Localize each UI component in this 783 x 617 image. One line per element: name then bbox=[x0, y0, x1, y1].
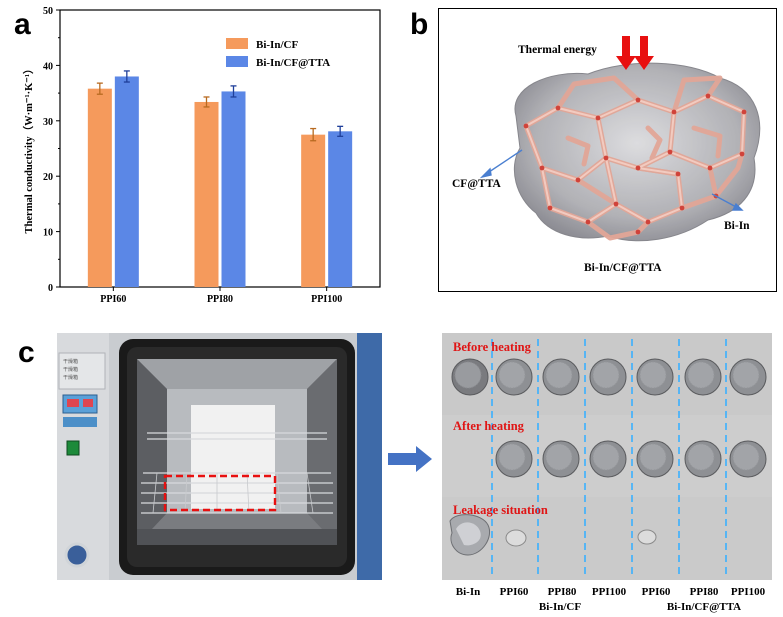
oven-panel-text: 干燥箱 干燥箱 干燥箱 bbox=[63, 358, 78, 381]
group-label-bi-in-cf-tta: Bi-In/CF@TTA bbox=[666, 601, 742, 613]
col-label-ppi100-tta: PPI100 bbox=[730, 586, 766, 598]
y-tick-label: 40 bbox=[43, 61, 53, 72]
panel-b-caption: Bi-In/CF@TTA bbox=[584, 262, 662, 274]
legend-swatch bbox=[226, 38, 248, 49]
bar bbox=[87, 88, 112, 287]
row-label-before-heating: Before heating bbox=[453, 340, 531, 354]
svg-text:干燥箱: 干燥箱 bbox=[63, 358, 78, 365]
y-tick-label: 0 bbox=[48, 283, 53, 294]
bar bbox=[194, 101, 219, 288]
panel-letter-a: a bbox=[14, 8, 31, 41]
bar bbox=[221, 91, 246, 287]
col-label-ppi100-cf: PPI100 bbox=[591, 586, 627, 598]
legend-label: Bi-In/CF@TTA bbox=[256, 57, 330, 69]
disc-texture bbox=[545, 361, 573, 389]
bar bbox=[114, 76, 139, 287]
x-tick-label: PPI80 bbox=[207, 294, 233, 302]
pointer-arrows bbox=[479, 149, 744, 211]
y-tick-label: 20 bbox=[43, 172, 53, 183]
y-tick-label: 50 bbox=[43, 6, 53, 17]
process-arrow bbox=[388, 446, 432, 472]
cf-tta-label: CF@TTA bbox=[452, 178, 501, 190]
disc-texture bbox=[639, 443, 667, 471]
legend-label: Bi-In/CF bbox=[256, 39, 298, 51]
svg-text:干燥箱: 干燥箱 bbox=[63, 374, 78, 381]
disc-texture bbox=[687, 361, 715, 389]
y-axis-label: Thermal conductivity（W·m⁻¹·K⁻¹） bbox=[22, 64, 35, 234]
carbon-foam-network-illustration bbox=[479, 36, 761, 242]
thermal-energy-arrows bbox=[616, 36, 654, 70]
thermal-energy-label: Thermal energy bbox=[518, 44, 597, 56]
disc-texture bbox=[592, 443, 620, 471]
disc-texture bbox=[592, 361, 620, 389]
col-label-ppi80-cf: PPI80 bbox=[547, 586, 577, 598]
col-label-ppi60-cf: PPI60 bbox=[499, 586, 529, 598]
sample-leakage-photo bbox=[442, 333, 772, 580]
disc-texture bbox=[545, 443, 573, 471]
bar bbox=[328, 131, 353, 287]
panel-letter-b: b bbox=[410, 8, 429, 41]
svg-text:干燥箱: 干燥箱 bbox=[63, 366, 78, 373]
network-nodes bbox=[523, 93, 747, 235]
disc-texture bbox=[454, 361, 482, 389]
y-tick-label: 30 bbox=[43, 117, 53, 128]
row-label-leakage-situation: Leakage situation bbox=[453, 503, 548, 517]
legend-swatch bbox=[226, 56, 248, 67]
leaked-ppi60-tta-sample bbox=[637, 529, 657, 545]
disc-texture bbox=[498, 443, 526, 471]
x-tick-label: PPI60 bbox=[100, 294, 126, 302]
disc-texture bbox=[732, 361, 760, 389]
bi-in-alloy-body bbox=[513, 62, 761, 242]
disc-texture bbox=[498, 361, 526, 389]
drying-oven-photo: 干燥箱 干燥箱 干燥箱 bbox=[57, 333, 382, 580]
bi-in-label: Bi-In bbox=[724, 220, 750, 232]
group-label-bi-in-cf: Bi-In/CF bbox=[538, 601, 582, 613]
disc-texture bbox=[639, 361, 667, 389]
disc-texture bbox=[687, 443, 715, 471]
col-label-ppi80-tta: PPI80 bbox=[689, 586, 719, 598]
sample-discs bbox=[451, 358, 767, 478]
x-tick-label: PPI100 bbox=[311, 294, 342, 302]
row-label-after-heating: After heating bbox=[453, 419, 524, 433]
panel-letter-c: c bbox=[18, 336, 35, 369]
y-tick-label: 10 bbox=[43, 228, 53, 239]
col-label-bi-in: Bi-In bbox=[455, 586, 481, 598]
leaked-ppi60-cf-sample bbox=[505, 529, 527, 547]
disc-texture bbox=[732, 443, 760, 471]
col-label-ppi60-tta: PPI60 bbox=[641, 586, 671, 598]
bar bbox=[301, 134, 326, 287]
